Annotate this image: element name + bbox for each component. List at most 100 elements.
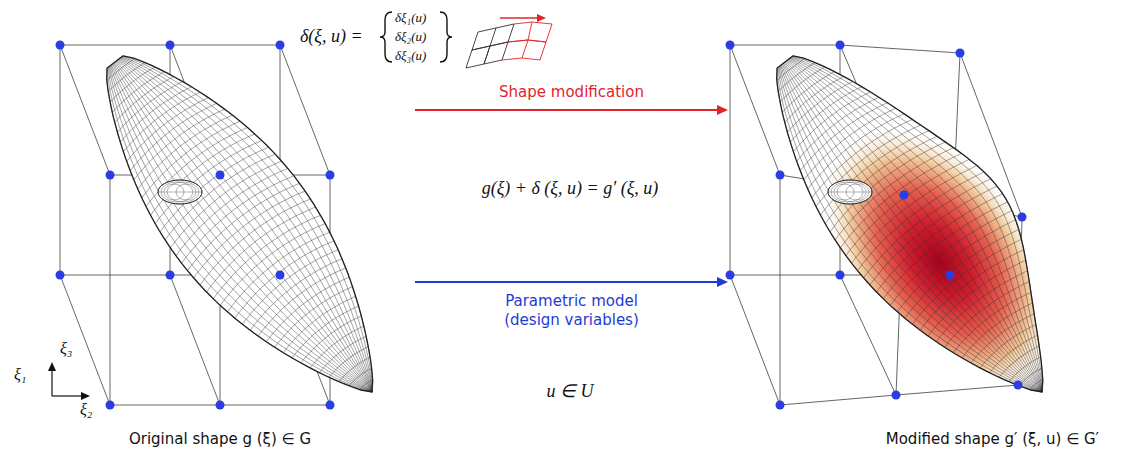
control-point [166, 271, 175, 280]
mesh-line [999, 346, 1039, 377]
control-point [56, 41, 65, 50]
arrow-label: Parametric model (design variables) [482, 292, 662, 330]
mesh-line [120, 58, 372, 392]
deformation-map [723, 86, 1101, 437]
hull-mesh [723, 56, 1101, 438]
mesh-line [787, 61, 1042, 392]
lattice-line [780, 395, 896, 405]
flow-arrow [415, 105, 728, 115]
control-point [106, 401, 115, 410]
mesh-line [109, 67, 372, 392]
mesh-line [117, 60, 372, 392]
control-points [56, 41, 335, 410]
lattice-line [780, 175, 781, 405]
mesh-line [783, 64, 1042, 392]
mesh-line [793, 56, 1043, 392]
math-label: δ(ξ, u) = [300, 26, 363, 47]
mesh-line [897, 220, 1015, 312]
mesh-line [792, 57, 1042, 393]
lattice-line [840, 45, 960, 53]
mesh-line [791, 57, 1042, 392]
control-point [956, 49, 965, 58]
mesh-line [816, 125, 921, 207]
mesh-line [112, 65, 372, 393]
mesh-line [780, 66, 1043, 392]
lattice-line [170, 45, 280, 46]
arrowhead [717, 105, 728, 115]
mesh-line [912, 239, 1021, 324]
mesh-line [116, 61, 372, 392]
control-point [726, 41, 735, 50]
brace [380, 12, 392, 62]
mesh-line [121, 58, 373, 392]
mesh-line [227, 232, 329, 312]
mesh-line [783, 63, 1042, 392]
math-label: ξ₃ [60, 340, 72, 358]
mesh-line [122, 57, 372, 393]
control-point [1014, 381, 1023, 390]
mesh-line [1009, 357, 1041, 382]
control-point [276, 271, 285, 280]
mesh-line [784, 63, 1042, 392]
figure-caption: Modified shape g′ (ξ, u) ∈ G′ [740, 430, 1125, 448]
mesh-line [778, 68, 1042, 393]
math-label: u ∈ U [547, 380, 594, 402]
mesh-line [111, 65, 372, 392]
lattice-line [60, 275, 110, 405]
lattice-line [730, 45, 780, 175]
lattice-line [280, 45, 330, 175]
arrow-label: Shape modification [499, 83, 644, 102]
lattice-line [110, 405, 220, 406]
lattice-line [60, 45, 61, 275]
control-point [106, 171, 115, 180]
mesh-line [786, 61, 1042, 392]
deformation-icon [466, 14, 552, 68]
mesh-line [781, 65, 1042, 392]
lattice-line [730, 45, 731, 275]
mesh-line [108, 68, 372, 393]
control-point [166, 41, 175, 50]
lattice-line [220, 405, 330, 406]
control-point [216, 171, 225, 180]
flow-arrow [415, 277, 728, 287]
control-point [836, 41, 845, 50]
lattice-line [60, 45, 110, 175]
lattice-line [60, 275, 170, 276]
math-label: g(ξ) + δ (ξ, u) = g′ (ξ, u) [482, 178, 659, 199]
arrow-line [415, 109, 719, 111]
bulb [828, 180, 872, 204]
math-label: δξ₁(u) [395, 10, 426, 26]
control-point [776, 171, 785, 180]
deformation-map [723, 204, 866, 397]
mesh-line [828, 192, 872, 193]
bulb [158, 180, 202, 204]
mesh-line [158, 180, 202, 204]
math-label: δξ₂(u) [395, 29, 426, 45]
mesh-line [936, 271, 1027, 342]
brace [440, 12, 452, 62]
math-label: δξ₃(u) [395, 48, 426, 64]
control-point [1018, 213, 1027, 222]
control-point [776, 401, 785, 410]
mesh-line [121, 57, 372, 392]
mesh-line [883, 202, 1007, 299]
lattice-line [730, 275, 840, 276]
mesh-line [890, 211, 1012, 306]
axes [48, 362, 90, 400]
mesh-line [113, 63, 372, 392]
mesh-line [790, 58, 1042, 392]
mesh-line [782, 65, 1042, 393]
figure-node: Modified shape g′ (ξ, u) ∈ G′ [740, 40, 1125, 451]
math-label: ξ₁ [14, 366, 26, 384]
mesh-line [117, 61, 372, 392]
hull-mesh [107, 56, 373, 392]
mesh-line [785, 62, 1042, 392]
mesh-line [846, 159, 969, 255]
arrow-line [415, 281, 719, 283]
control-point [216, 401, 225, 410]
control-point [726, 271, 735, 280]
mesh-line [113, 64, 372, 392]
mesh-line [780, 66, 1042, 392]
control-points [726, 41, 1027, 410]
arrowhead [717, 277, 728, 287]
